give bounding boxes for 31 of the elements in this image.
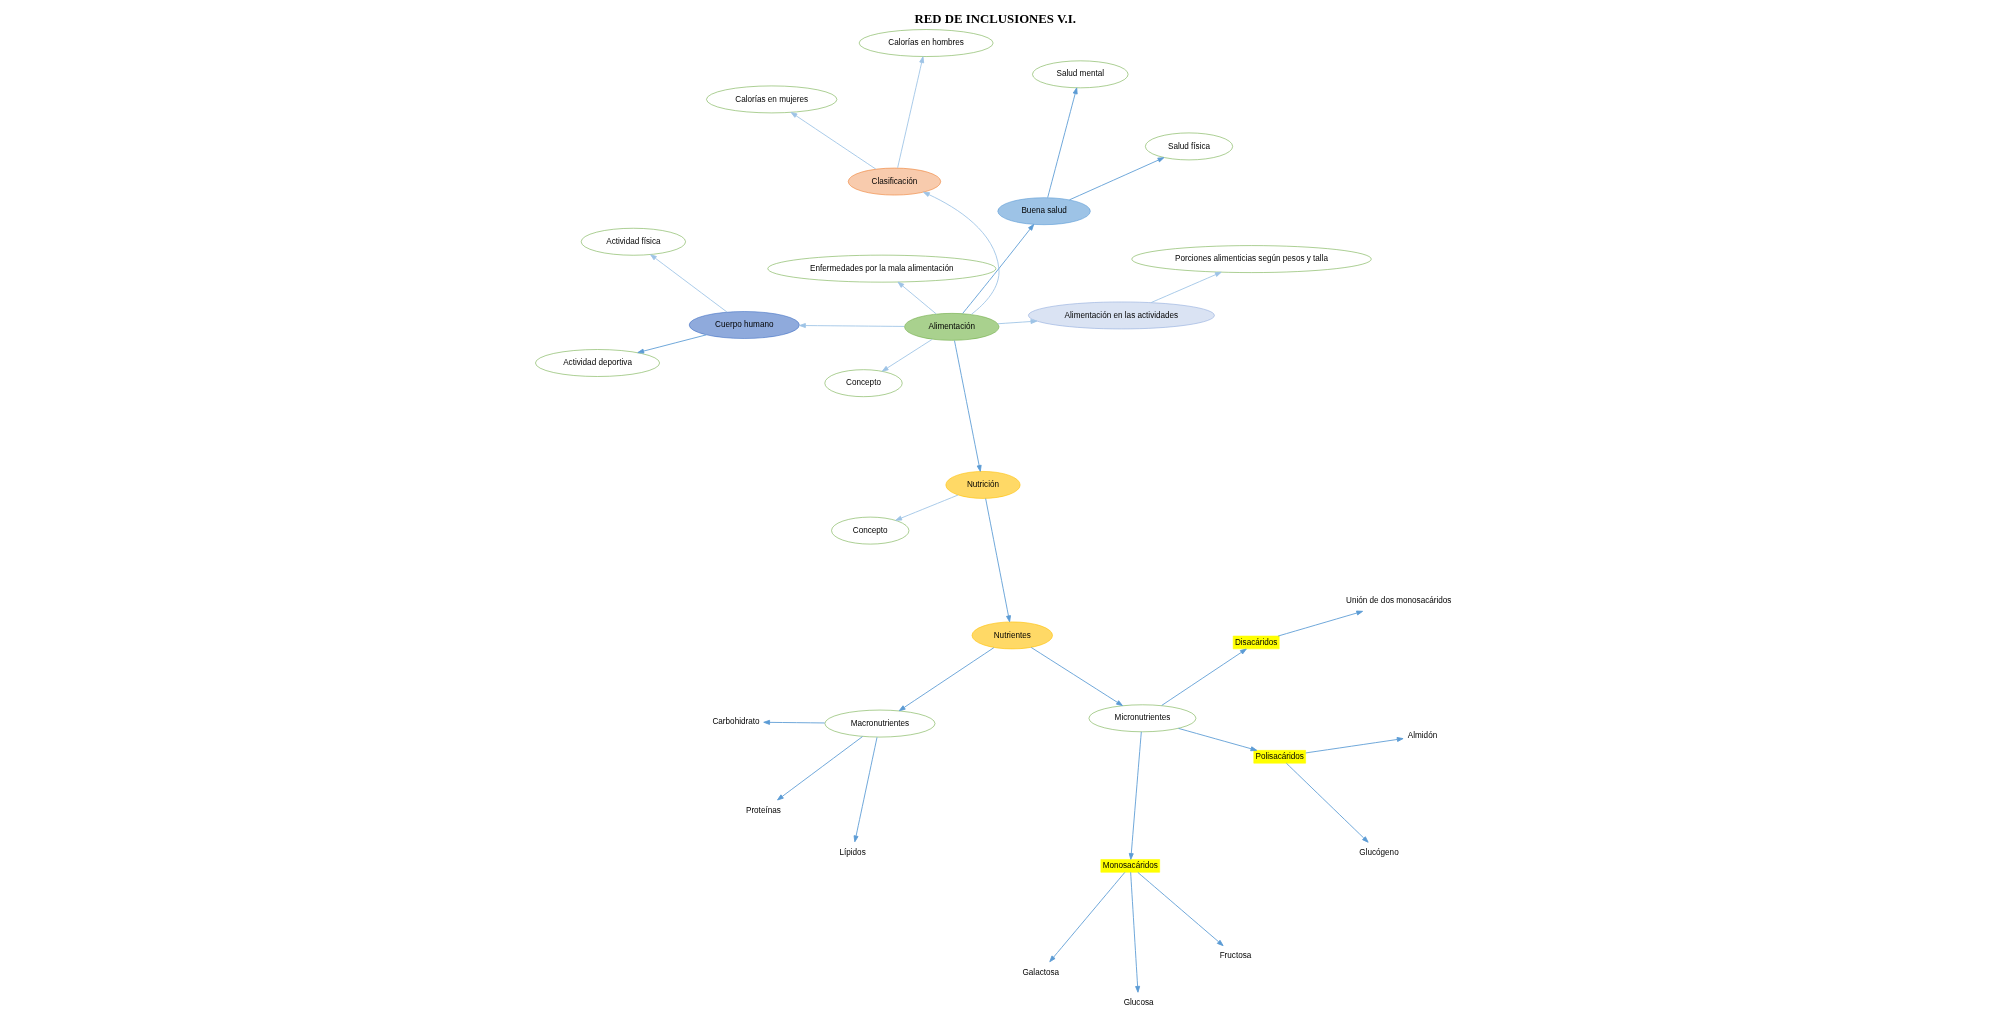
arrow xyxy=(636,334,707,354)
arrow xyxy=(984,498,1011,623)
arrow xyxy=(790,111,876,170)
arrow xyxy=(996,319,1037,325)
arrow xyxy=(961,224,1034,314)
arrow xyxy=(897,281,937,315)
arrow xyxy=(1128,731,1142,860)
arrow xyxy=(853,736,877,843)
arrow xyxy=(1304,737,1403,754)
diagram-title: RED DE INCLUSIONES V.I. xyxy=(914,11,1076,26)
arrow xyxy=(649,254,727,313)
arrow xyxy=(1177,727,1257,752)
arrow xyxy=(953,340,982,472)
arrow xyxy=(1030,647,1123,706)
arrow xyxy=(1285,762,1369,843)
arrow xyxy=(1150,271,1222,303)
arrow xyxy=(898,647,994,712)
arrow xyxy=(1136,871,1224,947)
arrow xyxy=(1129,871,1140,993)
arrow xyxy=(762,719,825,725)
arrow xyxy=(798,323,905,329)
arrow xyxy=(1046,87,1078,198)
arrow xyxy=(1048,871,1125,963)
arrow xyxy=(1068,157,1164,201)
arrow xyxy=(1277,610,1363,637)
arrow xyxy=(881,338,933,372)
arrow xyxy=(896,56,924,169)
arrow xyxy=(776,736,863,801)
arrow xyxy=(894,494,958,521)
arrow xyxy=(1160,648,1247,706)
arrow xyxy=(922,191,999,315)
